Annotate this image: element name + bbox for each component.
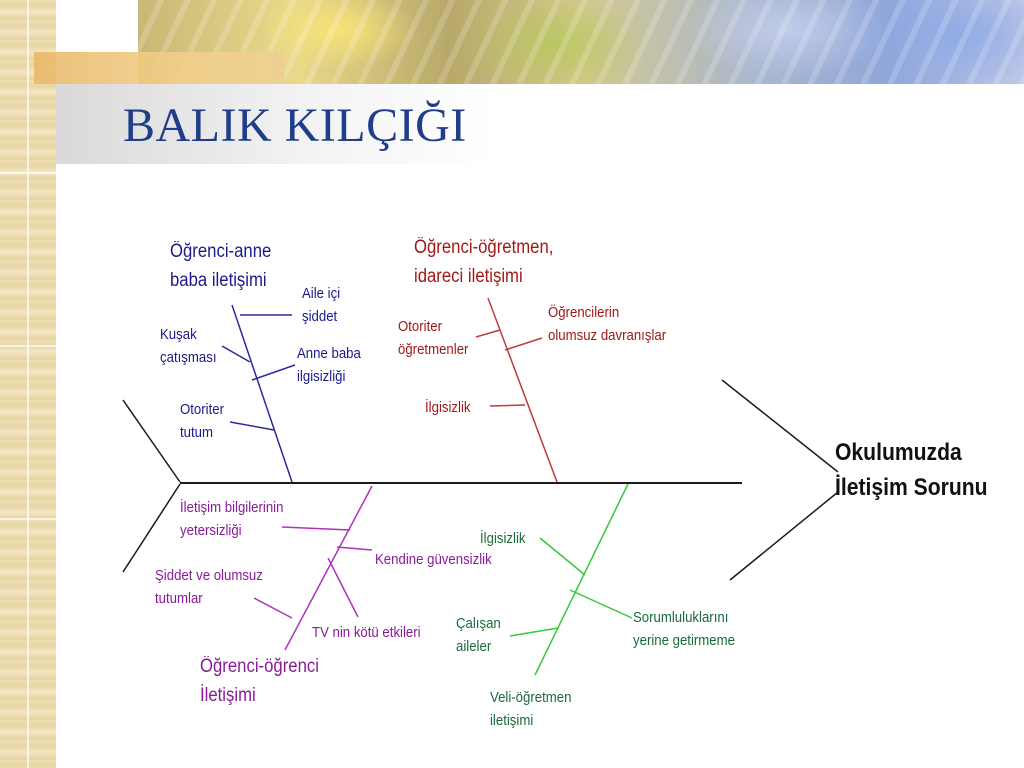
- cause-otoriter-ogretmenler: Otoriter öğretmenler: [398, 318, 469, 358]
- decorative-banner: [138, 0, 1024, 84]
- cause-iletisim-bilgilerinin-yetersizligi: İletişim bilgilerinin yetersizliği: [180, 499, 284, 539]
- cause-kendine-guvensizlik: Kendine güvensizlik: [375, 551, 492, 568]
- branch-veli-ogretmen: [509, 483, 633, 676]
- cause-calisan-aileler: Çalışan aileler: [456, 615, 501, 655]
- cause-ogrencilerin-olumsuz-davranislar: Öğrencilerin olumsuz davranışlar: [548, 304, 667, 344]
- red-bone-olumsuz: [504, 337, 543, 351]
- branch-ogrenci-ogretmen: [475, 297, 558, 483]
- branch-ogrenci-ogrenci: [253, 485, 373, 651]
- blue-bone-anne: [251, 364, 296, 381]
- blue-bone-otoriter: [229, 421, 275, 431]
- fishbone-head-label: Okulumuzda İletişim Sorunu: [835, 439, 988, 501]
- branch-title-veli-ogretmen: Veli-öğretmen iletişimi: [490, 689, 572, 729]
- green-bone-sorumluluk: [569, 589, 633, 619]
- green-main-bone: [534, 483, 629, 676]
- tail-lower-line: [122, 483, 181, 573]
- cause-anne-baba-ilgisizligi: Anne baba ilgisizliği: [297, 345, 361, 385]
- title-band: [56, 84, 1024, 164]
- branch-title-ogrenci-anne: Öğrenci-anne baba iletişimi: [170, 241, 272, 291]
- branch-title-ogrenci-ogrenci: Öğrenci-öğrenci İletişimi: [200, 656, 319, 706]
- cause-sorumluluklarini-yerine-getirmeme: Sorumluluklarını yerine getirmeme: [633, 609, 735, 649]
- magenta-bone-bilgi: [281, 526, 351, 531]
- head-lower-line: [729, 491, 839, 581]
- blue-main-bone: [231, 304, 293, 483]
- green-bone-calisan: [509, 627, 559, 637]
- magenta-bone-kendine: [336, 546, 373, 551]
- green-bone-ilgisizlik: [539, 537, 586, 576]
- red-bone-ilgisizlik: [489, 404, 526, 407]
- branch-title-ogrenci-ogretmen: Öğrenci-öğretmen, idareci iletişimi: [414, 237, 554, 287]
- blue-bone-kusak: [221, 345, 251, 363]
- slide-title: BALIK KILÇIĞI: [123, 99, 467, 152]
- cause-ilgisizlik-green: İlgisizlik: [480, 530, 526, 547]
- cause-aile-ici-siddet: Aile içi şiddet: [302, 285, 341, 325]
- head-upper-line: [721, 379, 839, 473]
- banner-texture: [138, 0, 1024, 84]
- magenta-bone-tv: [327, 557, 359, 618]
- magenta-bone-siddet: [253, 597, 293, 619]
- cause-kusak-catismasi: Kuşak çatışması: [160, 326, 217, 366]
- red-bone-otoriter: [475, 329, 501, 338]
- red-main-bone: [487, 297, 558, 483]
- branch-ogrenci-anne: [221, 304, 296, 483]
- parchment-grid: [0, 0, 56, 768]
- magenta-main-bone: [284, 485, 373, 651]
- gold-accent-bar: [34, 52, 284, 84]
- tail-upper-line: [122, 399, 181, 483]
- cause-otoriter-tutum: Otoriter tutum: [180, 401, 225, 441]
- cause-ilgisizlik-red: İlgisizlik: [425, 399, 471, 416]
- cause-siddet-ve-olumsuz-tutumlar: Şiddet ve olumsuz tutumlar: [155, 567, 263, 607]
- cause-tv-nin-kotu-etkileri: TV nin kötü etkileri: [312, 624, 421, 641]
